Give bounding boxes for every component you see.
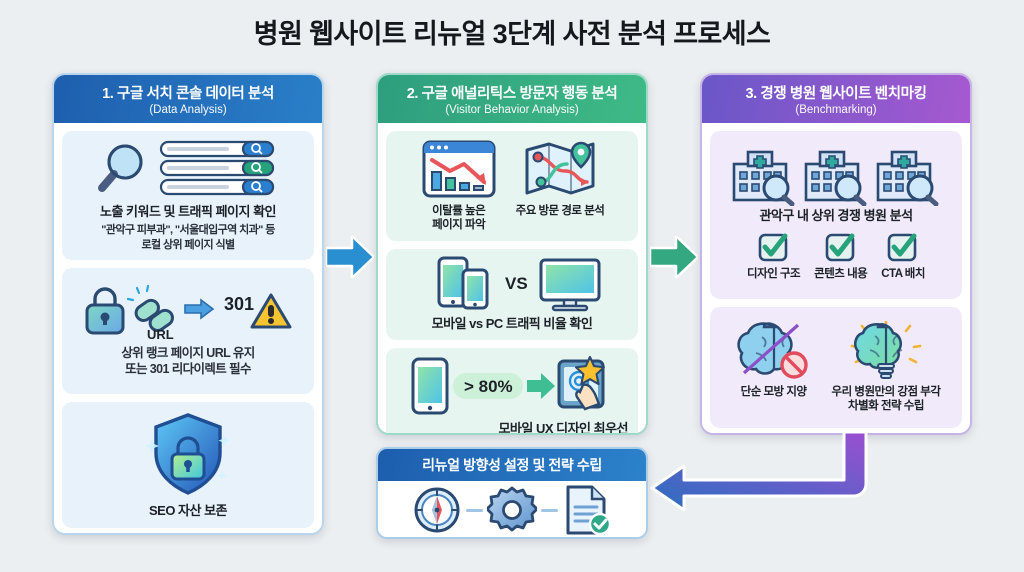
url-label: URL <box>147 327 174 339</box>
step-1-title-en: (Data Analysis) <box>149 104 227 116</box>
step-2-bounce-item: 이탈률 높은 페이지 파악 <box>420 138 498 233</box>
step-3-title-en: (Benchmarking) <box>795 104 877 116</box>
step-3-card-2-item-2-caption: 우리 병원만의 강점 부각 차별화 전략 수립 <box>831 385 941 413</box>
summary-body <box>378 481 646 537</box>
step-3-card-2-item-1-caption: 단순 모방 지양 <box>740 385 807 398</box>
step-2-panel: 2. 구글 애널리틱스 방문자 행동 분석 (Visitor Behavior … <box>376 73 648 435</box>
page-title: 병원 웹사이트 리뉴얼 3단계 사전 분석 프로세스 <box>253 19 771 49</box>
arrow-step3-to-summary <box>648 432 898 522</box>
compass-icon <box>412 485 462 535</box>
step-1-body: 노출 키워드 및 트래픽 페이지 확인 "관악구 피부과", "서울대입구역 치… <box>54 123 322 533</box>
step-2-card-1: 이탈률 높은 페이지 파악 <box>386 131 638 241</box>
step-2-card-3: > 80% 모바일 UX 디자인 최우선 <box>386 348 638 435</box>
shield-lock-icon <box>142 409 234 501</box>
step-3-check-1-label: 디자인 구조 <box>747 267 801 280</box>
checkbox-icon <box>886 231 920 263</box>
summary-header: 리뉴얼 방향성 설정 및 전략 수립 <box>378 449 646 481</box>
summary-title: 리뉴얼 방향성 설정 및 전략 수립 <box>422 457 602 473</box>
lock-link-301-warning-icon: URL 301 <box>81 283 296 339</box>
step-1-card-1-caption: 노출 키워드 및 트래픽 페이지 확인 <box>100 204 277 219</box>
step-2-header: 2. 구글 애널리틱스 방문자 행동 분석 (Visitor Behavior … <box>378 75 646 123</box>
step-3-body: 관악구 내 상위 경쟁 병원 분석 디자인 구조 <box>702 123 970 433</box>
step-3-header: 3. 경쟁 병원 웹사이트 벤치마킹 (Benchmarking) <box>702 75 970 123</box>
brain-no-copy-icon <box>732 321 816 381</box>
step-3-check-1: 디자인 구조 <box>747 231 801 281</box>
step-2-card-1-item-2-caption: 주요 방문 경로 분석 <box>515 205 605 217</box>
step-3-avoid-copy-item: 단순 모방 지양 <box>732 321 816 399</box>
magnifier-search-bars-icon <box>93 138 283 200</box>
step-2-card-2-caption: 모바일 vs PC 트래픽 비율 확인 <box>431 315 593 331</box>
step-1-card-1-sub: "관악구 피부과", "서울대입구역 치과" 등 로컬 상위 페이지 식별 <box>101 224 275 251</box>
step-1-title-ko: 1. 구글 서치 콘솔 데이터 분석 <box>102 86 274 102</box>
mobile-ux-star-icon: > 80% <box>407 355 617 417</box>
brain-lightbulb-icon <box>844 320 928 381</box>
checkbox-icon <box>824 231 858 263</box>
step-1-card-3: SEO 자산 보존 <box>62 401 314 528</box>
step-3-panel: 3. 경쟁 병원 웹사이트 벤치마킹 (Benchmarking) <box>700 73 972 435</box>
step-3-check-3-label: CTA 배치 <box>881 267 925 280</box>
step-1-panel: 1. 구글 서치 콘솔 데이터 분석 (Data Analysis) <box>52 73 324 535</box>
step-2-route-item: 주요 방문 경로 분석 <box>516 138 605 218</box>
arrow-step1-to-step2 <box>326 236 374 278</box>
connector-dash-2 <box>541 508 558 512</box>
step-3-card-2: 단순 모방 지양 <box>710 307 962 428</box>
step-3-title-ko: 3. 경쟁 병원 웹사이트 벤치마킹 <box>745 86 927 102</box>
mobile-share-badge: > 80% <box>464 377 513 396</box>
step-2-card-1-item-1-caption: 이탈률 높은 페이지 파악 <box>432 205 486 232</box>
connector-dash-1 <box>466 508 483 512</box>
step-2-title-ko: 2. 구글 애널리틱스 방문자 행동 분석 <box>406 86 618 102</box>
step-1-header: 1. 구글 서치 콘솔 데이터 분석 (Data Analysis) <box>54 75 322 123</box>
step-1-card-3-caption: SEO 자산 보존 <box>148 503 228 519</box>
step-3-card-1: 관악구 내 상위 경쟁 병원 분석 디자인 구조 <box>710 131 962 300</box>
checkbox-icon <box>757 231 791 263</box>
step-1-card-2: URL 301 상위 랭크 페이지 URL 유지 또는 301 리다이렉트 필수 <box>62 267 314 394</box>
step-1-card-1: 노출 키워드 및 트래픽 페이지 확인 "관악구 피부과", "서울대입구역 치… <box>62 131 314 260</box>
summary-panel: 리뉴얼 방향성 설정 및 전략 수립 <box>376 447 648 539</box>
hospital-magnifier-icon <box>726 148 946 207</box>
document-check-icon <box>562 484 612 536</box>
step-1-card-2-sub: 상위 랭크 페이지 URL 유지 또는 301 리다이렉트 필수 <box>121 346 255 377</box>
step-3-differentiate-item: 우리 병원만의 강점 부각 차별화 전략 수립 <box>831 320 941 414</box>
redirect-301-label: 301 <box>224 294 254 314</box>
step-3-check-2-label: 콘텐츠 내용 <box>814 267 868 280</box>
vs-label: VS <box>505 274 528 293</box>
map-route-pin-icon <box>521 138 599 200</box>
step-2-card-3-caption: 모바일 UX 디자인 최우선 <box>498 421 628 435</box>
step-3-check-2: 콘텐츠 내용 <box>814 231 868 281</box>
step-2-body: 이탈률 높은 페이지 파악 <box>378 123 646 435</box>
chart-down-window-icon <box>420 138 498 200</box>
step-2-card-2: VS 모바일 vs PC 트래픽 비율 확인 <box>386 248 638 340</box>
step-2-title-en: (Visitor Behavior Analysis) <box>445 104 579 116</box>
arrow-step2-to-step3 <box>650 236 698 278</box>
gear-icon <box>487 485 537 535</box>
step-3-check-3: CTA 배치 <box>881 231 925 281</box>
step-3-card-1-caption: 관악구 내 상위 경쟁 병원 분석 <box>759 208 913 224</box>
mobile-vs-desktop-icon: VS <box>417 256 607 312</box>
